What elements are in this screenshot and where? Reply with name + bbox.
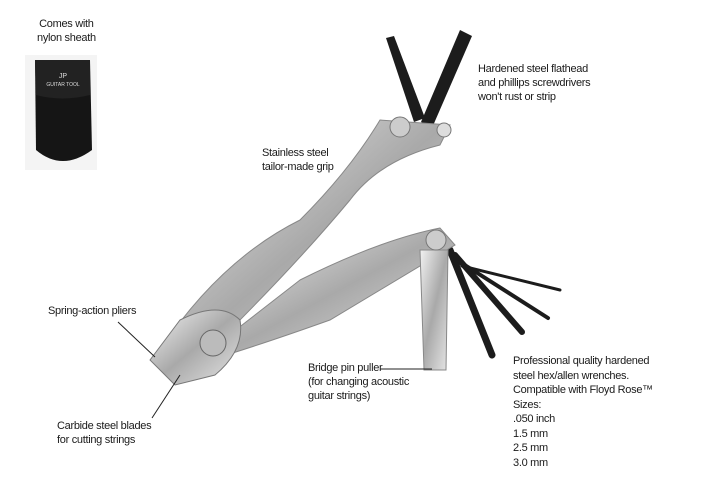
pliers-head (149, 309, 242, 386)
pliers-callout: Spring-action pliers (48, 305, 137, 317)
leader-lines (117, 321, 432, 419)
hex-wrenches (446, 246, 562, 359)
lower-handle (209, 227, 456, 361)
nylon-sheath-image: JP GUITAR TOOL (25, 55, 97, 170)
flathead-screwdriver (421, 30, 472, 128)
phillips-screwdriver (386, 36, 425, 122)
bridge-pin-puller (419, 249, 449, 371)
svg-text:GUITAR TOOL: GUITAR TOOL (46, 82, 80, 88)
sheath-logo: JP (59, 73, 68, 80)
